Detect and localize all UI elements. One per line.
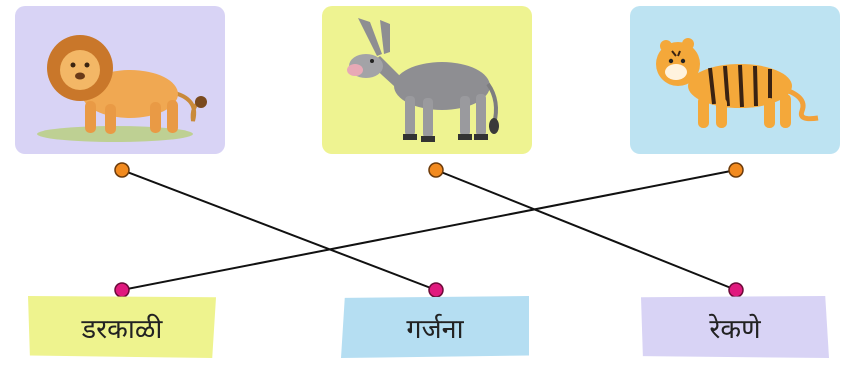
word-label-garjana: गर्जना <box>341 296 529 358</box>
lion-connector-dot[interactable] <box>114 162 130 178</box>
lion-illustration <box>37 35 207 142</box>
word-3-connector-dot[interactable] <box>728 282 744 298</box>
word-label-darkali: डरकाळी <box>28 296 216 358</box>
word-text: डरकाळी <box>81 313 163 345</box>
word-2-connector-dot[interactable] <box>428 282 444 298</box>
word-text: गर्जना <box>406 313 464 345</box>
tiger-illustration <box>656 38 819 128</box>
lion-card <box>12 3 228 157</box>
word-label-rekane: रेकणे <box>641 296 829 358</box>
donkey-illustration <box>347 18 499 142</box>
match-line-donkey <box>435 169 737 291</box>
word-text: रेकणे <box>709 313 761 345</box>
tiger-connector-dot[interactable] <box>728 162 744 178</box>
match-line-tiger <box>121 169 737 291</box>
match-line-lion <box>121 169 437 291</box>
word-1-connector-dot[interactable] <box>114 282 130 298</box>
tiger-card <box>627 3 843 157</box>
donkey-connector-dot[interactable] <box>428 162 444 178</box>
donkey-card <box>319 3 535 157</box>
